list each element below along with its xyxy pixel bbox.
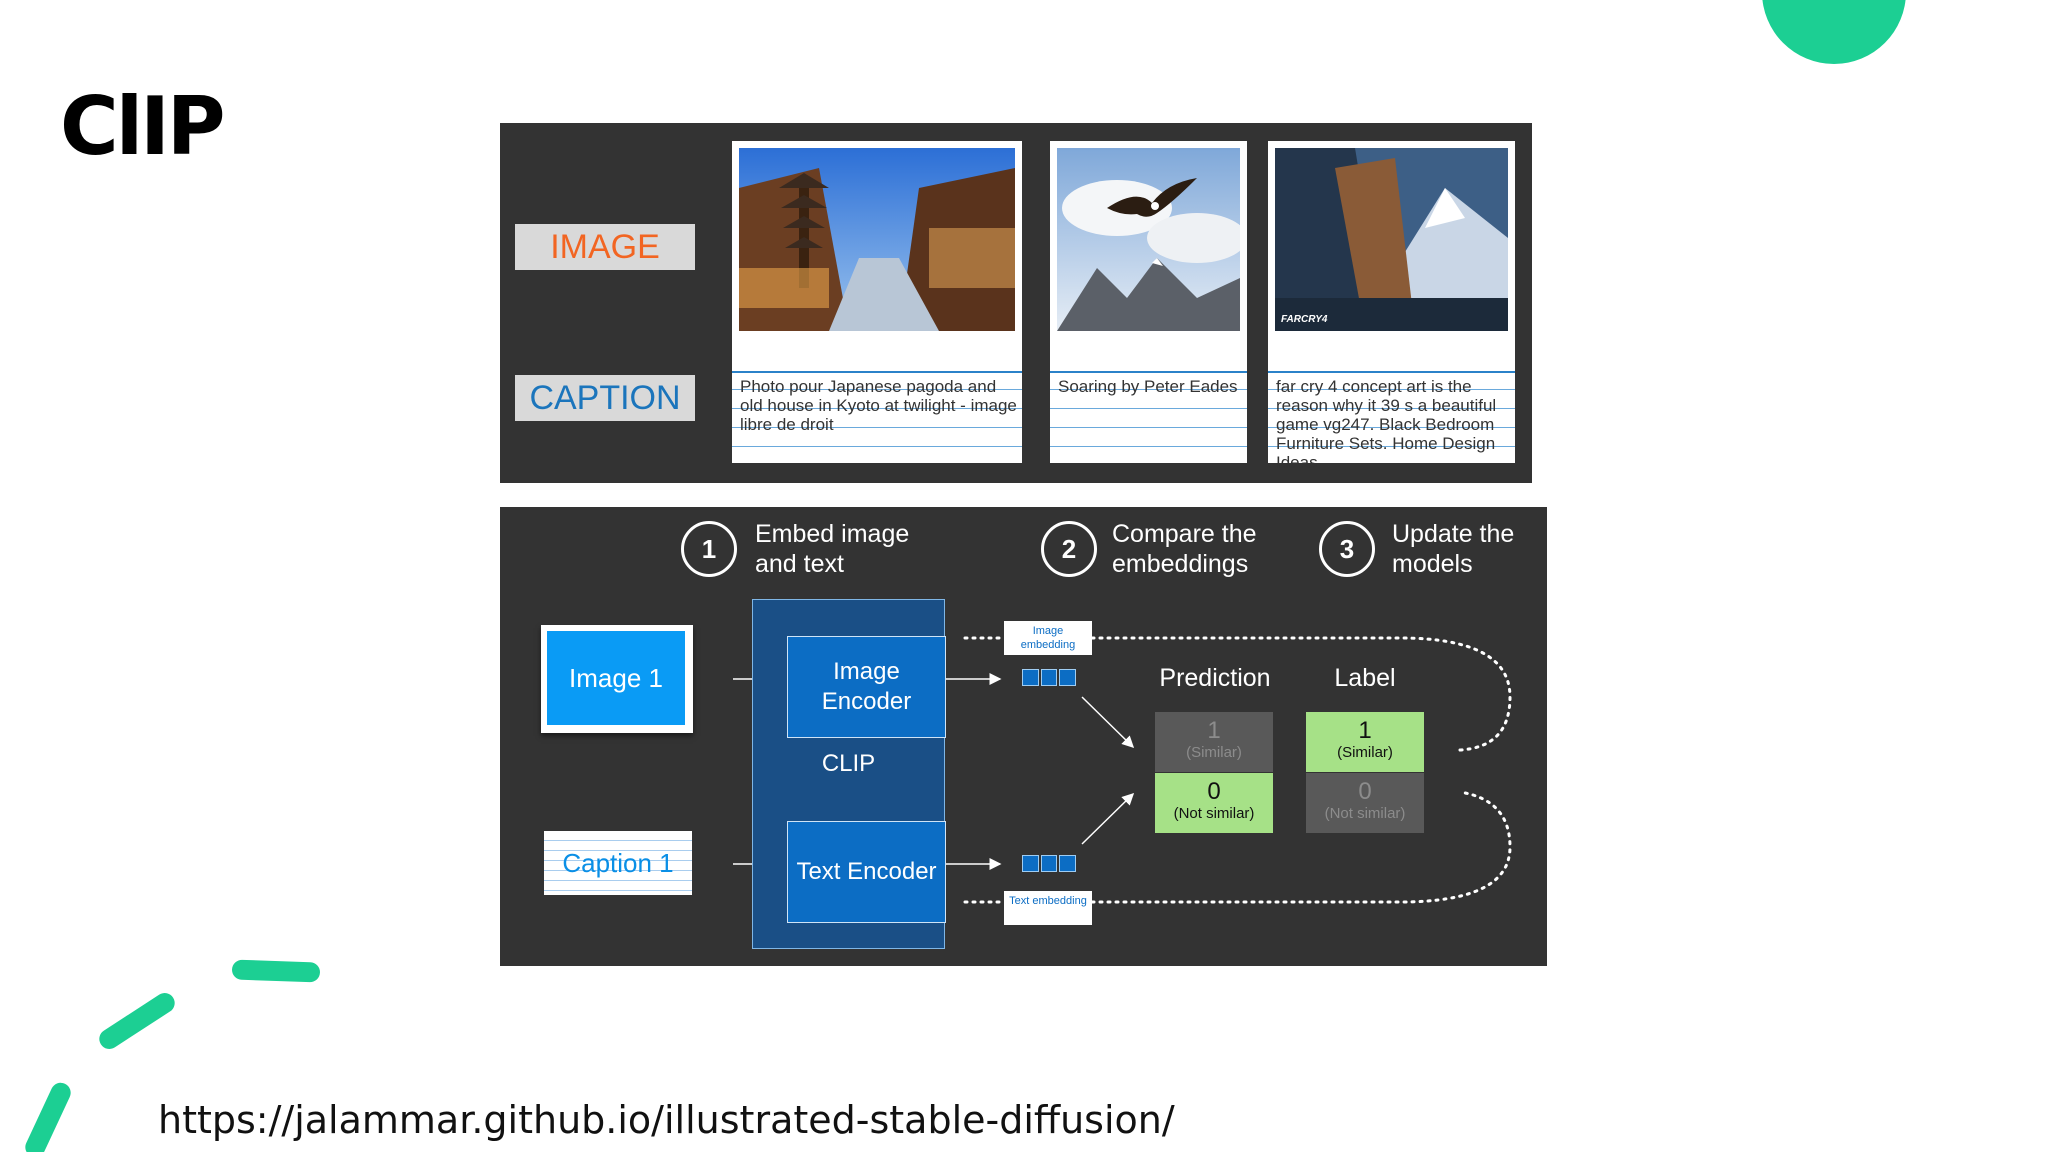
caption-text: Photo pour Japanese pagoda and old house… — [740, 377, 1017, 434]
dataset-card: Photo pour Japanese pagoda and old house… — [732, 141, 1022, 463]
caption-row-tag: CAPTION — [515, 375, 695, 421]
farcry-logo: FARCRY4 — [1281, 314, 1328, 325]
image-encoder: Image Encoder — [787, 636, 946, 738]
prediction-similar-cell: 1 (Similar) — [1155, 712, 1273, 772]
dataset-card: Soaring by Peter Eades — [1050, 141, 1247, 463]
eagle-photo — [1057, 148, 1240, 331]
clip-model: Image Encoder CLIP Text Encoder — [752, 599, 946, 949]
image-input-card: Image 1 — [541, 625, 693, 733]
image-row-tag: IMAGE — [515, 224, 695, 270]
label-not-similar-cell: 0 (Not similar) — [1306, 773, 1424, 833]
decorative-dash — [95, 989, 179, 1053]
step-2-badge: 2 — [1041, 521, 1097, 577]
concept-art-photo: FARCRY4 — [1275, 148, 1508, 331]
slide-title: ClIP — [60, 80, 226, 173]
dataset-card: FARCRY4 far cry 4 concept art is the rea… — [1268, 141, 1515, 472]
decorative-dash — [231, 959, 321, 983]
pagoda-photo — [739, 148, 1015, 331]
caption-text: Soaring by Peter Eades — [1058, 377, 1238, 396]
decorative-circle — [1762, 0, 1906, 64]
step-1-label: Embed image and text — [755, 520, 910, 578]
clip-label: CLIP — [821, 750, 876, 777]
step-1-badge: 1 — [681, 521, 737, 577]
dataset-panel: IMAGE CAPTION — [500, 123, 1532, 483]
text-encoder: Text Encoder — [787, 821, 946, 923]
image-embedding-vector — [1022, 669, 1077, 686]
text-embedding-vector — [1022, 855, 1077, 872]
step-2-label: Compare the embeddings — [1112, 520, 1257, 578]
label-similar-cell: 1 (Similar) — [1306, 712, 1424, 772]
training-panel: 1 Embed image and text 2 Compare the emb… — [500, 507, 1547, 966]
label-header: Label — [1334, 664, 1396, 692]
image-embedding-tag: Image embedding — [1004, 621, 1092, 655]
decorative-dash — [22, 1079, 74, 1152]
step-3-label: Update the models — [1392, 520, 1515, 578]
prediction-header: Prediction — [1159, 664, 1271, 692]
step-3-badge: 3 — [1319, 521, 1375, 577]
prediction-not-similar-cell: 0 (Not similar) — [1155, 773, 1273, 833]
caption-input-card: Caption 1 — [544, 831, 692, 895]
caption-text: far cry 4 concept art is the reason why … — [1276, 377, 1497, 472]
text-embedding-tag: Text embedding — [1004, 891, 1092, 925]
source-url: https://jalammar.github.io/illustrated-s… — [158, 1098, 1175, 1142]
image-input-label: Image 1 — [547, 631, 685, 725]
